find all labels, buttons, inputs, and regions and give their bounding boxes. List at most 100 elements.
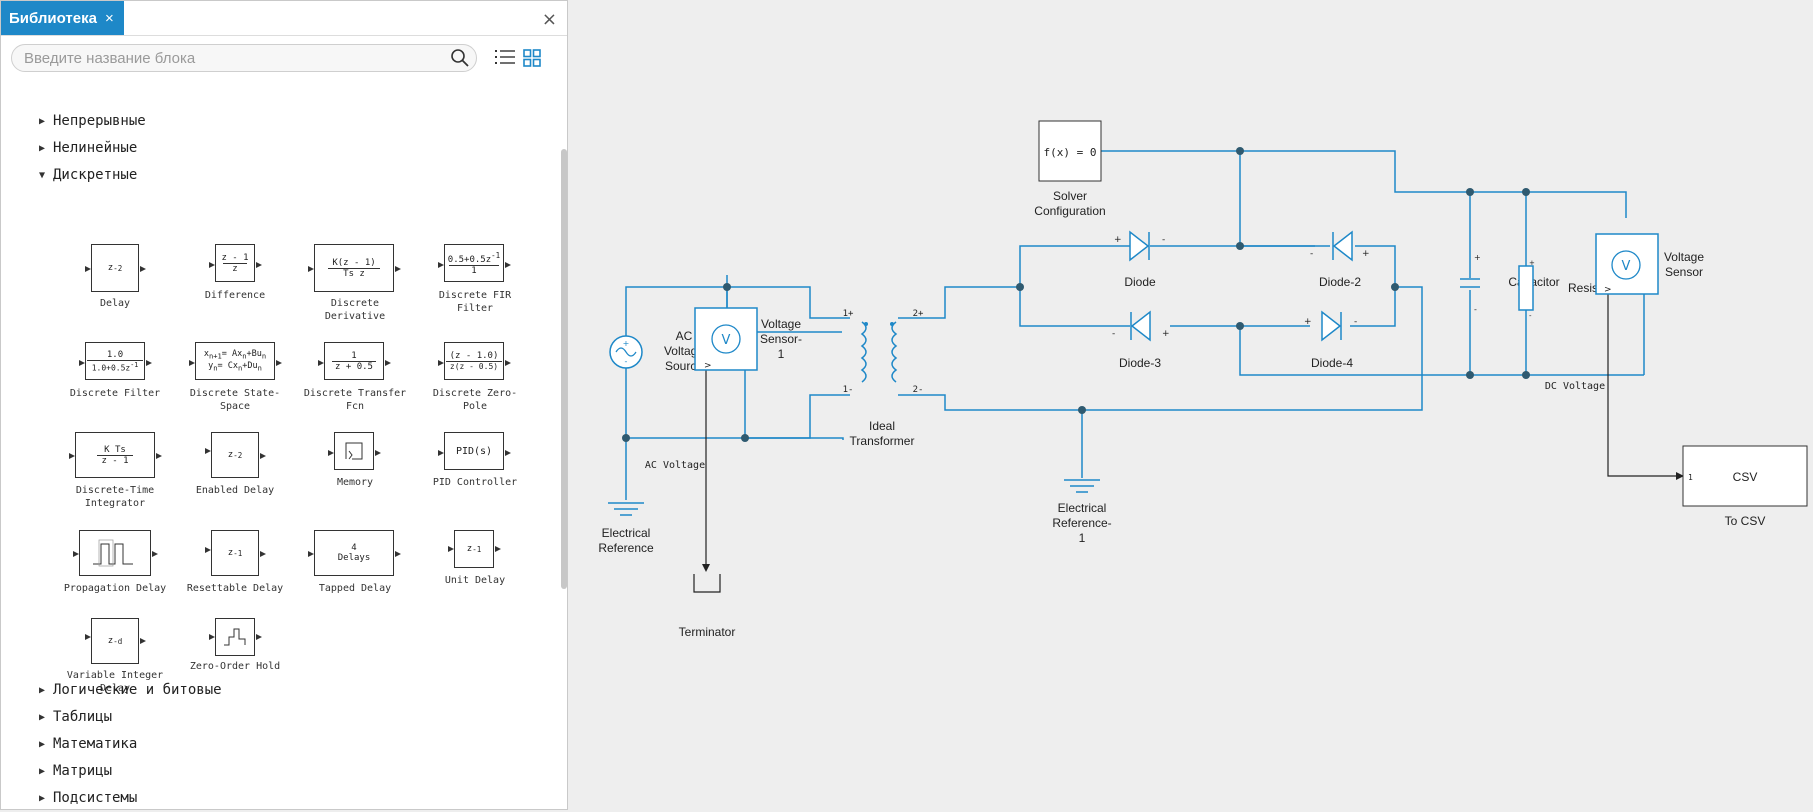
category-nonlinear[interactable]: ▶Нелинейные (39, 140, 138, 156)
diode-4-block[interactable]: + - Diode-4 (1304, 310, 1357, 370)
block-resettable-delay-icon: z-1 (211, 530, 259, 576)
svg-text:Voltage: Voltage (1664, 250, 1704, 264)
expand-triangle-icon: ▶ (39, 142, 46, 154)
zero-order-hold-icon (215, 618, 255, 656)
svg-text:Capacitor: Capacitor (1508, 275, 1559, 289)
solver-label-1: Solver (1053, 189, 1087, 203)
dc-voltage-signal-label: DC Voltage (1545, 381, 1605, 392)
svg-text:To CSV: To CSV (1725, 514, 1766, 528)
category-discrete[interactable]: ▼Дискретные (39, 167, 138, 183)
category-math[interactable]: ▶Математика (39, 736, 138, 752)
voltage-sensor-block[interactable]: V > Voltage Sensor (1595, 233, 1704, 295)
svg-text:AC: AC (676, 329, 693, 343)
wires (625, 150, 1645, 500)
svg-text:Voltage: Voltage (664, 344, 704, 358)
block-enabled-delay-icon: z-2 (211, 432, 259, 478)
svg-text:CSV: CSV (1733, 470, 1758, 484)
ac-voltage-signal-label: AC Voltage (645, 460, 705, 471)
svg-text:+: + (1362, 249, 1370, 259)
expand-triangle-icon: ▶ (39, 765, 46, 777)
svg-text:Ideal: Ideal (869, 419, 895, 433)
svg-text:Terminator: Terminator (679, 625, 736, 639)
svg-text:Diode-3: Diode-3 (1119, 356, 1161, 370)
capacitor-block[interactable]: + - Capacitor (1460, 253, 1560, 314)
block-zero-pole-icon: (z - 1.0)z(z - 0.5) (444, 342, 504, 380)
sensor-v-glyph: V (722, 333, 731, 348)
ideal-transformer-block[interactable]: 1+ 1- 2+ 2- Ideal Transformer (843, 309, 924, 448)
collapse-triangle-icon: ▼ (39, 169, 46, 181)
svg-text:1: 1 (1079, 531, 1086, 545)
search-input[interactable] (12, 45, 456, 71)
svg-text:-: - (1162, 235, 1165, 245)
grid-view-icon[interactable] (523, 49, 541, 67)
expand-triangle-icon: ▶ (39, 792, 46, 804)
category-subsystems[interactable]: ▶Подсистемы (39, 790, 138, 806)
category-tables[interactable]: ▶Таблицы (39, 709, 113, 725)
diode-3-block[interactable]: - + Diode-3 (1112, 310, 1170, 370)
block-unit-delay-icon: z-1 (454, 530, 494, 568)
svg-text:1: 1 (1688, 473, 1693, 482)
svg-text:-: - (1354, 317, 1357, 327)
arrow-icon (702, 564, 710, 572)
block-variable-delay-icon: z-d (91, 618, 139, 664)
svg-text:+: + (623, 339, 630, 348)
svg-text:-: - (1529, 312, 1532, 320)
svg-text:1: 1 (778, 347, 785, 361)
model-canvas[interactable]: f(x) = 0 Solver Configuration + - AC Vol… (570, 0, 1813, 812)
svg-text:2+: 2+ (913, 309, 924, 319)
solver-label-2: Configuration (1034, 204, 1105, 218)
svg-text:2-: 2- (913, 385, 924, 395)
voltage-sensor-1-block[interactable]: V > Voltage Sensor- 1 (694, 307, 802, 371)
svg-text:V: V (1622, 259, 1631, 274)
category-matrices[interactable]: ▶Матрицы (39, 763, 113, 779)
svg-text:Sensor-: Sensor- (760, 332, 802, 346)
terminator-block[interactable]: Terminator (679, 574, 736, 639)
library-tab-title: Библиотека (9, 9, 97, 27)
electrical-reference-1-block[interactable]: Electrical Reference- 1 (1052, 479, 1112, 545)
panel-close-icon[interactable]: × (541, 9, 557, 30)
svg-text:>: > (1604, 285, 1612, 295)
solver-glyph: f(x) = 0 (1044, 146, 1097, 159)
svg-text:Diode-2: Diode-2 (1319, 275, 1361, 289)
diode-block[interactable]: + - Diode (1114, 230, 1165, 289)
to-csv-block[interactable]: CSV 1 To CSV (1682, 445, 1808, 528)
library-tab[interactable]: Библиотека × (1, 1, 124, 35)
svg-text:-: - (1310, 249, 1313, 259)
category-logic[interactable]: ▶Логические и битовые (39, 682, 222, 698)
junctions (622, 147, 1530, 442)
library-scrollbar[interactable] (561, 149, 567, 589)
search-icon[interactable] (450, 48, 470, 68)
library-tab-bar: Библиотека × × (1, 1, 567, 36)
svg-text:+: + (1304, 317, 1312, 327)
arrow-icon (1676, 472, 1684, 480)
svg-text:+: + (1162, 329, 1170, 339)
memory-icon (334, 432, 374, 470)
svg-text:Reference: Reference (598, 541, 654, 555)
electrical-reference-block[interactable]: Electrical Reference (598, 502, 654, 555)
ac-voltage-source-block[interactable]: + - AC Voltage Source (609, 329, 704, 373)
list-view-icon[interactable] (495, 49, 515, 65)
category-continuous[interactable]: ▶Непрерывные (39, 113, 146, 129)
svg-text:-: - (1474, 305, 1477, 314)
svg-text:1-: 1- (843, 385, 854, 395)
svg-text:-: - (1112, 329, 1115, 339)
svg-text:Voltage: Voltage (761, 317, 801, 331)
block-discrete-derivative-icon: K(z - 1)Ts z (314, 244, 394, 292)
solver-configuration-block[interactable]: f(x) = 0 Solver Configuration (1034, 120, 1106, 218)
svg-text:1+: 1+ (843, 309, 854, 319)
diode-2-block[interactable]: - + Diode-2 (1310, 230, 1370, 289)
expand-triangle-icon: ▶ (39, 684, 46, 696)
svg-text:Source: Source (665, 359, 703, 373)
library-panel: Библиотека × × ▶Непрерывные ▶Нелинейные … (0, 0, 568, 810)
search-box (11, 44, 477, 72)
tab-close-icon[interactable]: × (104, 9, 114, 27)
block-delay-icon: z-2 (91, 244, 139, 292)
block-pid-icon: PID(s) (444, 432, 504, 470)
svg-text:+: + (1474, 253, 1481, 262)
svg-text:+: + (1529, 259, 1535, 267)
